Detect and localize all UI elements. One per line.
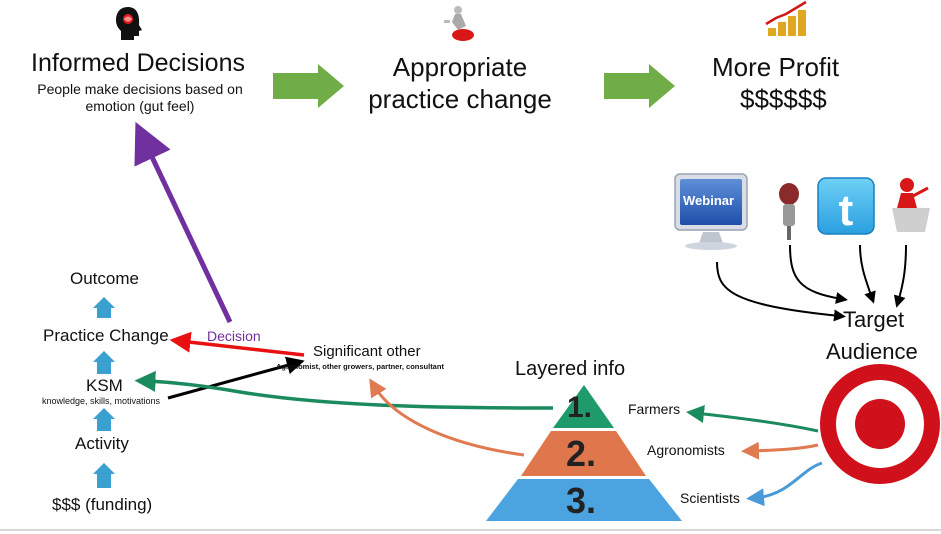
twitter-icon: t	[817, 177, 875, 235]
webinar-monitor-icon	[674, 173, 748, 250]
target-to-agronomists-arrow	[741, 441, 819, 460]
target-to-scientists-arrow	[746, 461, 823, 507]
ladder-ksm-subtitle: knowledge, skills, motivations	[42, 396, 161, 406]
ladder-activity: Activity	[75, 434, 129, 453]
target-icon	[820, 364, 940, 484]
pyramid-tier-1	[553, 385, 614, 428]
presenter-icon	[892, 178, 930, 232]
ladder-arrow-1	[93, 297, 115, 318]
microphone-to-audience-arrow	[789, 244, 848, 304]
significant-other-title: Significant other	[313, 343, 421, 360]
ladder-practice-change: Practice Change	[43, 326, 169, 345]
bottom-divider	[0, 529, 941, 531]
target-audience-line-1: Target	[843, 307, 905, 332]
webinar-label: Webinar	[683, 193, 735, 208]
audience-agronomists: Agronomists	[647, 442, 725, 458]
ladder-ksm: KSM	[86, 376, 123, 395]
more-profit-title: More Profit	[712, 52, 840, 82]
ladder-outcome: Outcome	[70, 269, 139, 288]
presenter-to-audience-arrow	[893, 244, 907, 308]
ladder-funding: $$$ (funding)	[52, 495, 153, 514]
change-button-figure-icon	[444, 6, 474, 41]
audience-scientists: Scientists	[680, 490, 740, 506]
decision-arrow	[134, 121, 233, 324]
brain-head-icon	[116, 7, 142, 40]
microphone-icon	[779, 183, 799, 240]
pyramid-to-ksm-arrow	[134, 370, 554, 410]
tier-1-number: 1.	[567, 391, 593, 424]
practice-change-line-1: Appropriate	[392, 52, 528, 82]
more-profit-dollars: $$$$$$	[740, 84, 827, 114]
twitter-to-audience-arrow	[859, 244, 876, 304]
webinar-to-audience-arrow	[716, 261, 846, 322]
layered-info-title: Layered info	[515, 358, 626, 380]
significant-other-subtitle: Agronomist, other growers, partner, cons…	[276, 362, 444, 371]
coin-stack-growth-icon	[765, 0, 807, 36]
ladder-arrow-2	[93, 351, 115, 374]
informed-decisions-subtitle-2: emotion (gut feel)	[85, 98, 195, 114]
target-to-farmers-arrow	[686, 405, 819, 433]
pyramid-to-significant-other-arrow	[369, 378, 525, 457]
ksm-to-significant-other-arrow	[167, 356, 305, 400]
ladder-arrow-4	[93, 463, 115, 488]
target-audience-line-2: Audience	[826, 339, 918, 364]
informed-decisions-title: Informed Decisions	[31, 49, 245, 77]
pyramid-tier-3	[486, 479, 682, 521]
green-arrow-2	[604, 64, 675, 108]
decision-label: Decision	[207, 328, 261, 344]
informed-decisions-subtitle-1: People make decisions based on	[37, 81, 243, 97]
svg-text:t: t	[839, 186, 854, 235]
ladder-arrow-3	[93, 408, 115, 431]
tier-3-number: 3.	[566, 480, 597, 521]
pyramid-tier-2	[521, 431, 646, 476]
significant-other-arrow	[169, 331, 305, 357]
audience-farmers: Farmers	[628, 401, 681, 417]
tier-2-number: 2.	[566, 433, 597, 474]
practice-change-line-2: practice change	[368, 84, 552, 114]
green-arrow-1	[273, 64, 344, 108]
